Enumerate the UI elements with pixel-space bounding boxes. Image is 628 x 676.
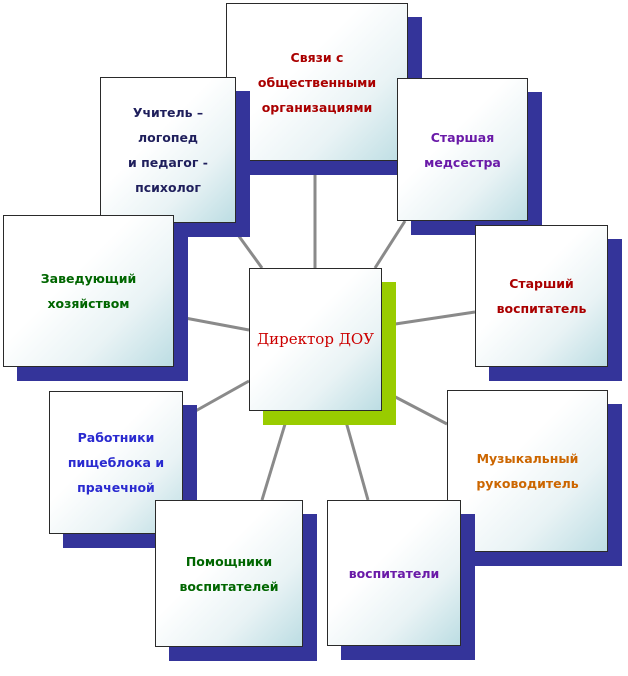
- node-label: Связи с общественными организациями: [257, 49, 377, 115]
- node-senior-educator: Старший воспитатель: [475, 225, 622, 381]
- node-facilities-manager: Заведующий хозяйством: [3, 215, 188, 381]
- node-public-relations: Связи с общественными организациями: [226, 3, 422, 175]
- node-box: Старшая медсестра: [397, 78, 528, 221]
- node-box: Заведующий хозяйством: [3, 215, 174, 367]
- connector-head-nurse: [373, 220, 407, 269]
- node-box: Связи с общественными организациями: [226, 3, 408, 161]
- node-educators: воспитатели: [327, 500, 475, 660]
- node-label: Директор ДОУ: [256, 330, 375, 348]
- node-label: Старшая медсестра: [424, 129, 501, 170]
- node-box: Учитель – логопед и педагог - психолог: [100, 77, 236, 223]
- connector-educators: [341, 410, 370, 501]
- node-label: Заведующий хозяйством: [40, 271, 137, 311]
- node-label: Работники пищеблока и прачечной: [67, 430, 165, 495]
- node-label: Учитель – логопед и педагог - психолог: [128, 105, 208, 195]
- node-director: Директор ДОУ: [249, 268, 396, 425]
- node-label: Помощники воспитателей: [179, 553, 279, 594]
- node-speech-therapist: Учитель – логопед и педагог - психолог: [100, 77, 250, 237]
- connector-facilities-manager: [184, 316, 250, 332]
- connector-senior-educator: [381, 310, 476, 328]
- node-box: Помощники воспитателей: [155, 500, 303, 647]
- connector-assistant-educators: [260, 410, 291, 501]
- node-box: Музыкальный руководитель: [447, 390, 608, 552]
- node-box: Директор ДОУ: [249, 268, 382, 411]
- node-label: Старший воспитатель: [496, 276, 587, 316]
- node-music-director: Музыкальный руководитель: [447, 390, 622, 566]
- node-head-nurse: Старшая медсестра: [397, 78, 542, 235]
- node-label: Музыкальный руководитель: [476, 451, 579, 491]
- node-box: воспитатели: [327, 500, 461, 646]
- node-label: воспитатели: [348, 565, 440, 581]
- node-box: Старший воспитатель: [475, 225, 608, 367]
- node-assistant-educators: Помощники воспитателей: [155, 500, 317, 661]
